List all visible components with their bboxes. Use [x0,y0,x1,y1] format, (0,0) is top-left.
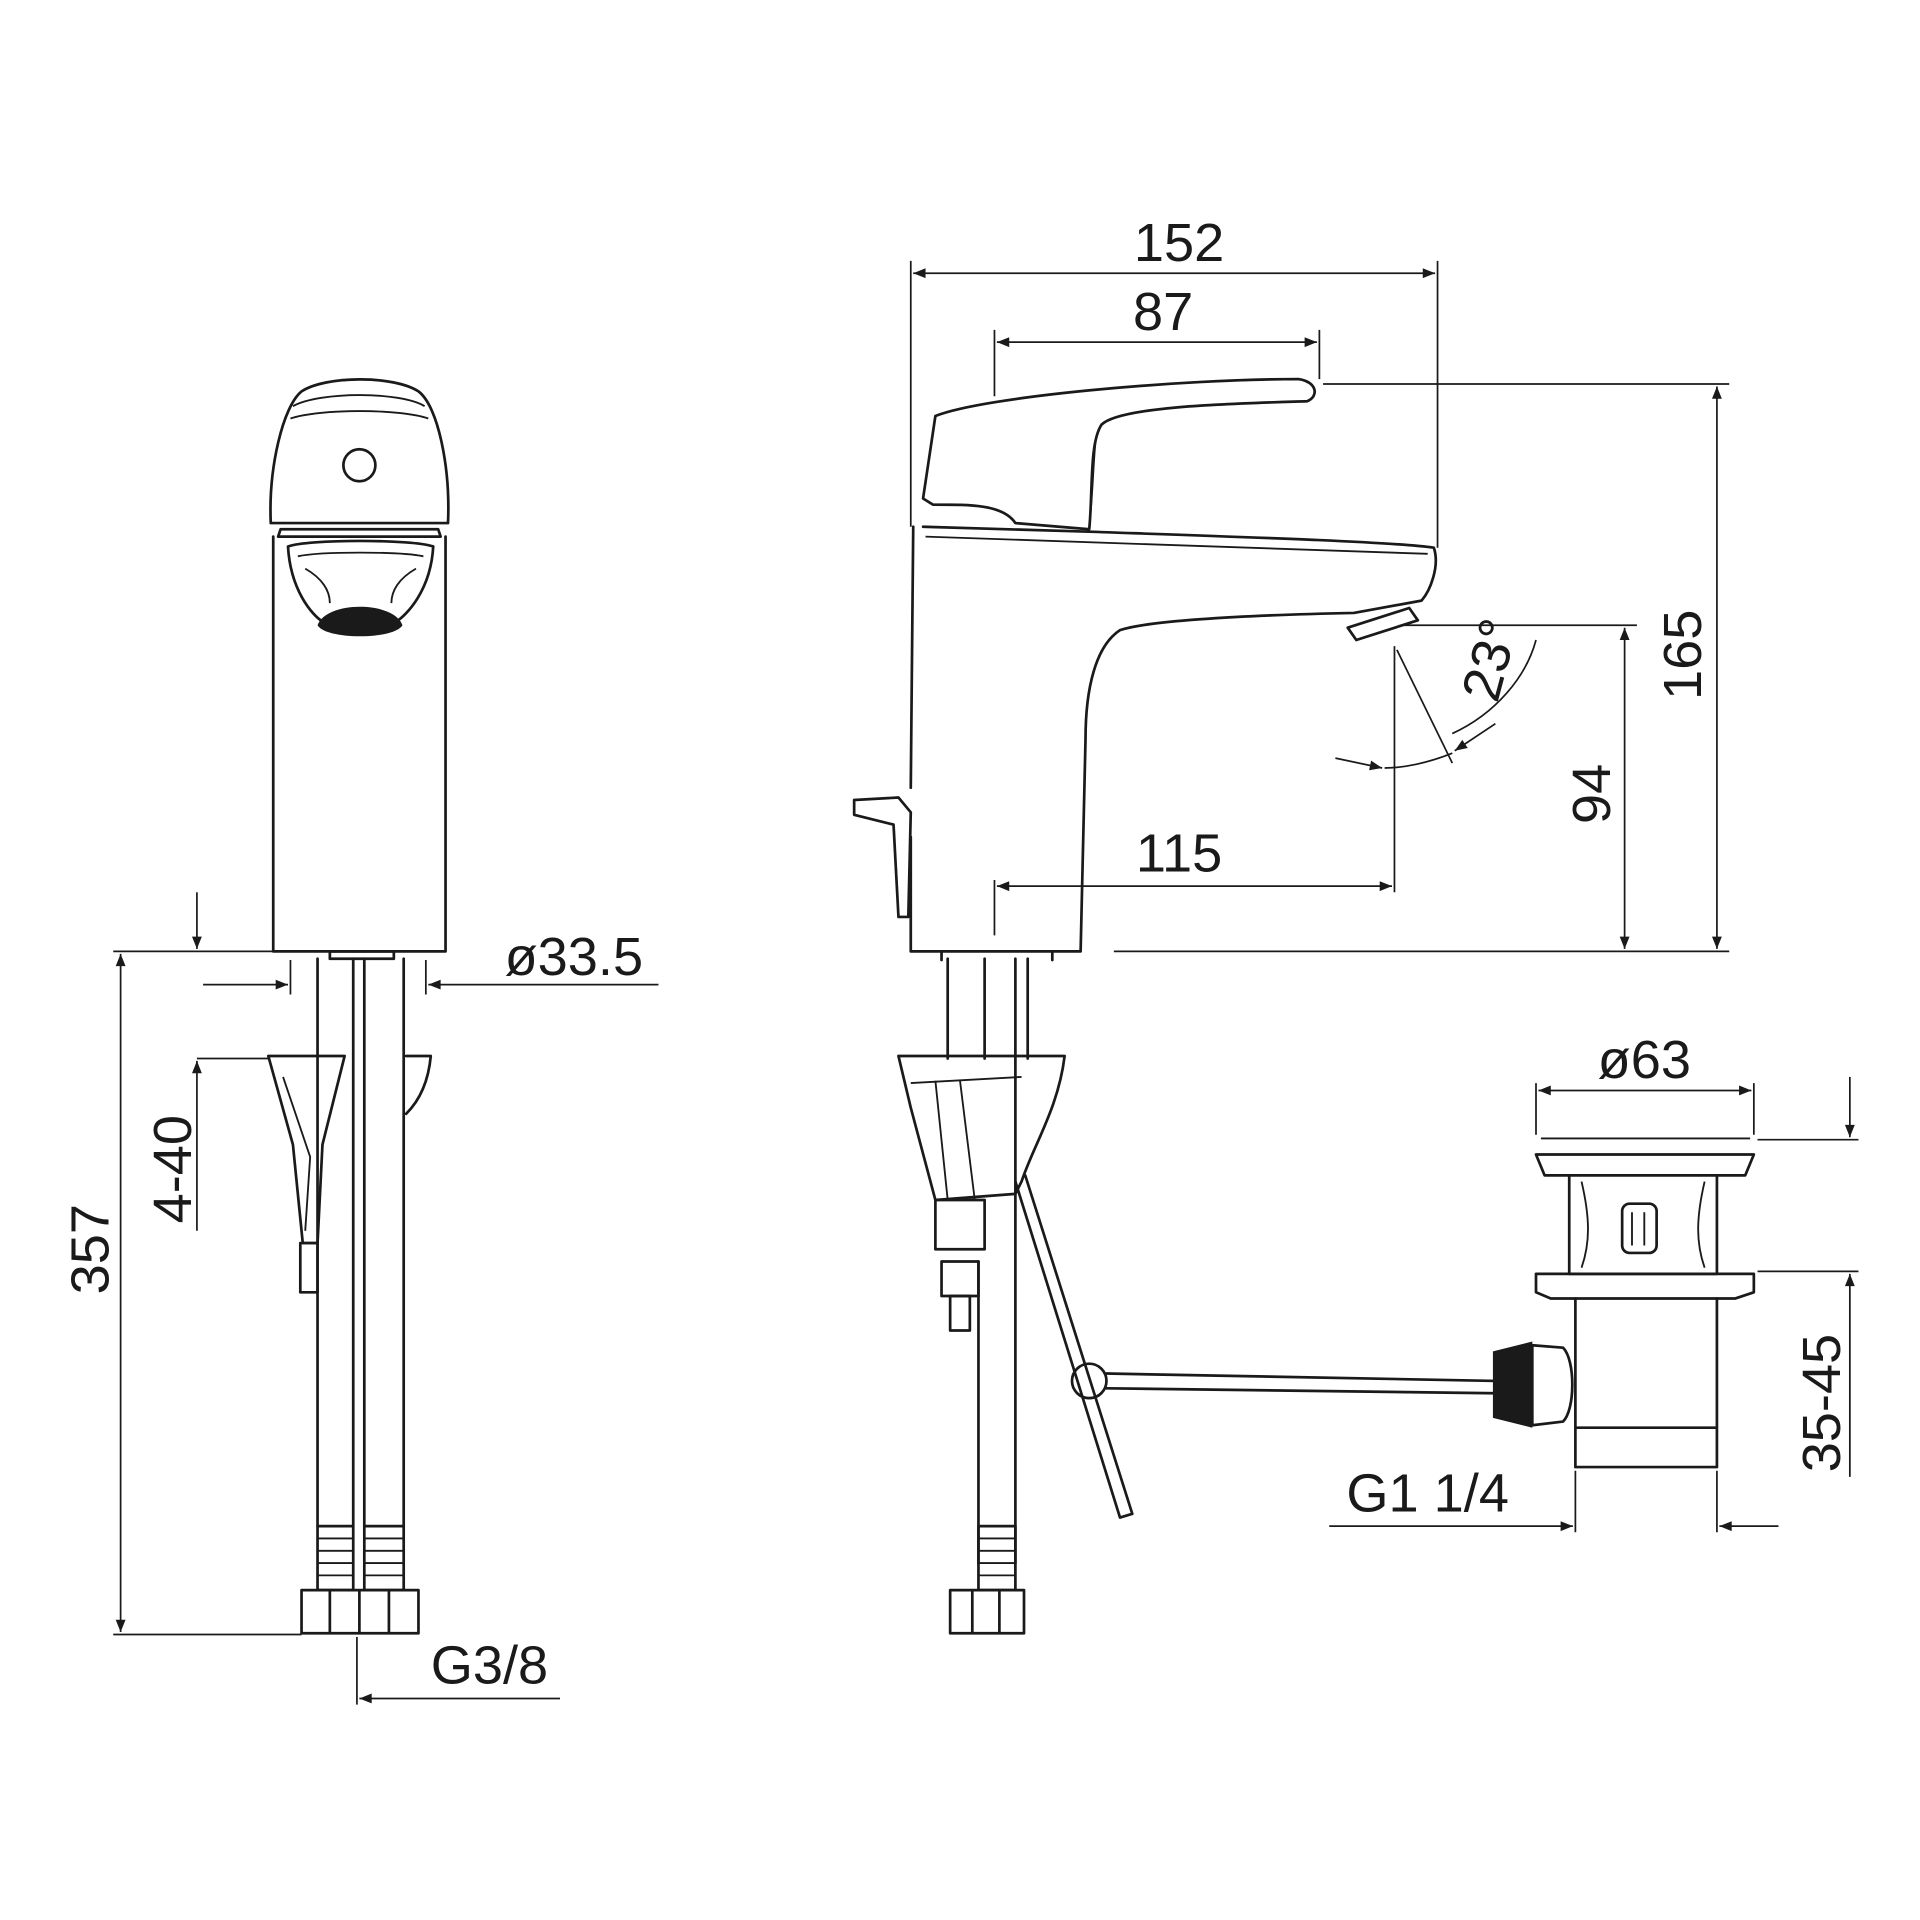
front-hose-nut [300,1588,420,1635]
dim-waste-diameter: ø63 [1598,1030,1691,1090]
dim-base-diameter: ø33.5 [505,927,643,987]
dim-overall-height: 165 [1653,610,1713,700]
dim-overall-length: 152 [1134,213,1224,273]
dim-spout-reach: 115 [1136,823,1222,883]
front-body [271,535,447,953]
waste-dimensions: ø63 35-45 G1 1/4 [1329,1030,1859,1533]
dim-deck-thickness: 4-40 [143,1115,203,1223]
side-lever-handle [921,377,1316,531]
side-dimensions: 152 87 165 94 115 23° [909,213,1730,953]
waste-slot [1620,1202,1658,1255]
front-indicator-icon [342,447,377,483]
side-popup-rod-knob [852,796,913,919]
side-rod-clamp [1070,1362,1108,1400]
front-cartridge-cap [286,539,435,623]
side-popup-rod [1014,1174,1134,1519]
side-mounting-bracket [897,1054,1066,1202]
dim-hose-thread: G3/8 [431,1636,548,1696]
dim-hose-length: 357 [60,1204,120,1294]
dim-spout-angle: 23° [1451,613,1530,708]
side-aerator [1346,606,1420,642]
side-hose-nut [948,1588,1026,1635]
front-hose-left [316,957,355,1528]
waste-rod-connector [1530,1343,1574,1427]
front-view [266,378,450,1635]
side-hoses [946,957,1030,1565]
dim-spout-height: 94 [1562,764,1622,824]
side-body [909,525,1438,953]
front-dimensions: 357 4-40 ø33.5 G3/8 [60,892,659,1705]
waste-flange [1534,1272,1756,1300]
front-lever-handle [269,378,450,525]
waste-body [1567,1174,1719,1276]
waste-plug [1534,1153,1756,1177]
dim-waste-thread: G1 1/4 [1346,1463,1509,1523]
front-hose-right [362,957,406,1528]
dim-lever-length: 87 [1133,282,1193,342]
waste-valve [1492,1137,1756,1469]
side-view [852,377,1497,1635]
dim-waste-range: 35-45 [1792,1334,1852,1472]
